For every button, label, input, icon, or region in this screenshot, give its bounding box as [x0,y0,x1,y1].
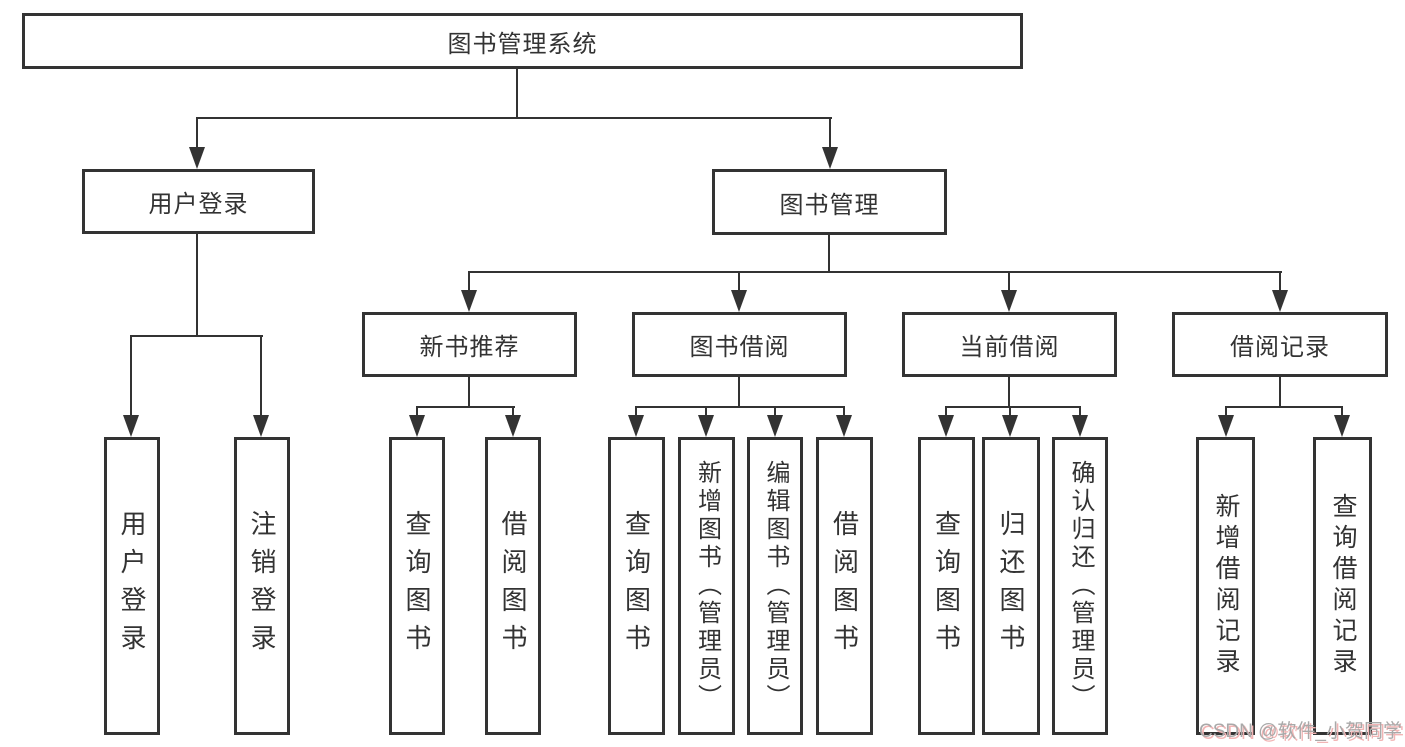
leaf-add-books-admin: 新增图书（管理员） [678,437,735,735]
arrow-down-icon [938,415,954,437]
connector-line [1225,406,1227,417]
connector-line [130,335,132,416]
connector-line [705,406,707,417]
connector-line [416,406,418,417]
connector-line [1079,406,1081,417]
connector-line [635,406,637,417]
leaf-add-borrow-record: 新增借阅记录 [1196,437,1255,735]
connector-line [516,68,518,119]
connector-line [260,335,262,416]
node-library-system: 图书管理系统 [22,13,1023,69]
arrow-down-icon [628,415,644,437]
node-borrow-records: 借阅记录 [1172,312,1388,377]
connector-line [843,406,845,417]
leaf-query-books-recommend: 查询图书 [389,437,445,735]
leaf-logout: 注销登录 [234,437,290,735]
arrow-down-icon [123,415,139,437]
node-new-book-recommend: 新书推荐 [362,312,577,377]
connector-line [130,335,263,337]
arrow-down-icon [731,290,747,312]
node-book-management: 图书管理 [712,169,947,235]
arrow-down-icon [409,415,425,437]
connector-line [1008,271,1010,292]
connector-line [1008,377,1010,408]
connector-line [468,271,470,292]
connector-line [196,117,198,148]
connector-line [196,233,198,337]
leaf-query-books-current: 查询图书 [918,437,975,735]
connector-line [512,406,514,417]
arrow-down-icon [1001,290,1017,312]
arrow-down-icon [1218,415,1234,437]
connector-line [1279,271,1281,292]
leaf-confirm-return-admin: 确认归还（管理员） [1052,437,1108,735]
connector-line [1225,406,1343,408]
connector-line [416,406,515,408]
arrow-down-icon [1072,415,1088,437]
connector-line [774,406,776,417]
arrow-down-icon [822,147,838,169]
watermark: CSDN @软件_小贺同学 [1199,721,1402,742]
connector-line [1279,377,1281,408]
connector-line [468,271,1282,273]
connector-line [738,271,740,292]
leaf-user-login: 用户登录 [104,437,160,735]
connector-line [1009,406,1011,417]
connector-line [635,406,845,408]
leaf-query-books-borrow: 查询图书 [608,437,665,735]
connector-line [1341,406,1343,417]
connector-line [738,377,740,408]
node-user-login: 用户登录 [82,169,315,234]
arrow-down-icon [253,415,269,437]
arrow-down-icon [1272,290,1288,312]
connector-line [468,377,470,408]
leaf-return-books: 归还图书 [982,437,1040,735]
arrow-down-icon [461,290,477,312]
leaf-borrow-books: 借阅图书 [816,437,873,735]
connector-line [945,406,1081,408]
connector-line [196,117,832,119]
connector-line [829,117,831,148]
connector-line [945,406,947,417]
connector-line [828,235,830,273]
node-book-borrow: 图书借阅 [632,312,847,377]
arrow-down-icon [1002,415,1018,437]
leaf-query-borrow-record: 查询借阅记录 [1313,437,1372,735]
arrow-down-icon [505,415,521,437]
arrow-down-icon [698,415,714,437]
arrow-down-icon [836,415,852,437]
leaf-edit-books-admin: 编辑图书（管理员） [747,437,803,735]
arrow-down-icon [1334,415,1350,437]
arrow-down-icon [767,415,783,437]
node-current-borrow: 当前借阅 [902,312,1117,377]
arrow-down-icon [189,147,205,169]
leaf-borrow-books-recommend: 借阅图书 [485,437,541,735]
